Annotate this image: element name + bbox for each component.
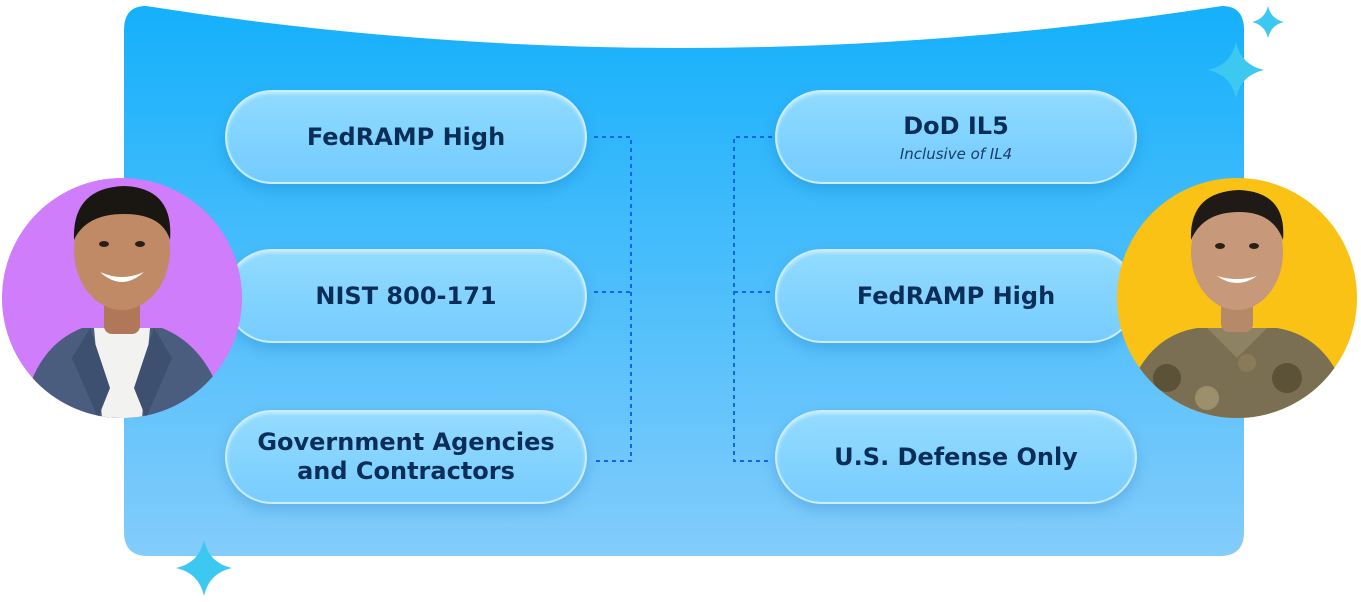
businessman-avatar-icon <box>2 178 242 418</box>
pill-label: U.S. Defense Only <box>834 442 1078 471</box>
left-pill-fedramp-high: FedRAMP High <box>225 90 587 184</box>
left-connector <box>594 136 632 462</box>
sparkle-icon <box>1208 42 1264 98</box>
soldier-avatar-icon <box>1117 178 1357 418</box>
pill-label: NIST 800-171 <box>315 281 497 310</box>
right-connector <box>733 136 772 462</box>
sparkle-icon <box>1252 6 1284 38</box>
right-pill-defense-only: U.S. Defense Only <box>775 410 1137 504</box>
right-pill-fedramp-high: FedRAMP High <box>775 249 1137 343</box>
left-pill-government: Government Agencies and Contractors <box>225 410 587 504</box>
sparkle-icon <box>176 540 232 596</box>
left-pill-nist: NIST 800-171 <box>225 249 587 343</box>
pill-label: Government Agencies and Contractors <box>257 428 555 485</box>
right-pill-dod-il5: DoD IL5 Inclusive of IL4 <box>775 90 1137 184</box>
pill-label: DoD IL5 <box>903 111 1009 140</box>
pill-label: FedRAMP High <box>306 122 506 151</box>
pill-sublabel: Inclusive of IL4 <box>899 144 1013 163</box>
pill-label: FedRAMP High <box>856 281 1056 310</box>
